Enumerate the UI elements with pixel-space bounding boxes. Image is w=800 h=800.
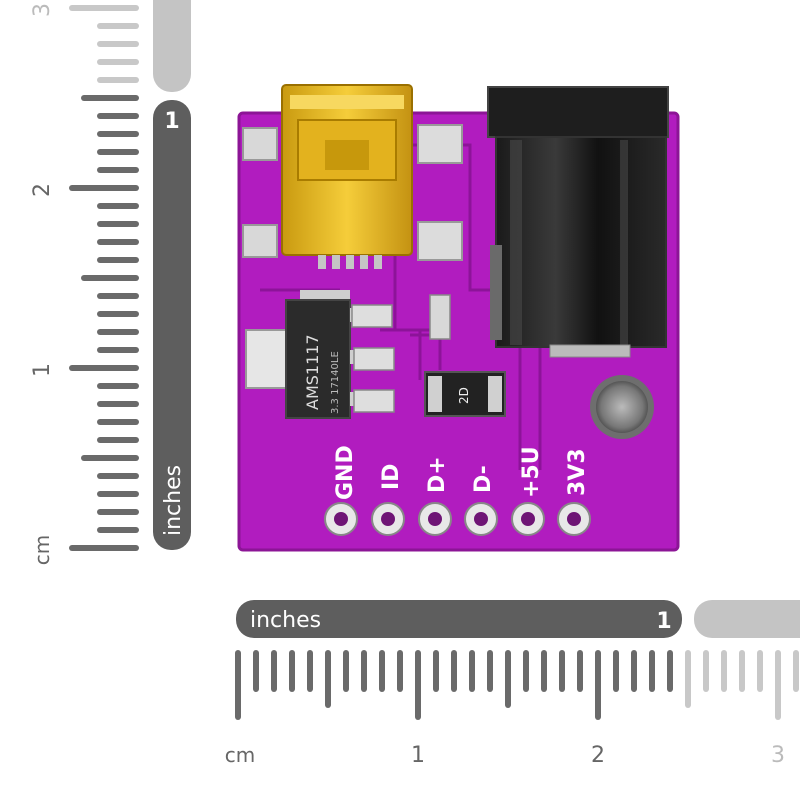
horizontal-cm-1: 1 (411, 743, 425, 768)
horizontal-cm-unit: cm (225, 743, 255, 767)
pin-label-5v: +5U (519, 446, 544, 498)
pin-hole-id (371, 502, 405, 536)
vertical-cm-2: 2 (30, 183, 55, 197)
horizontal-ruler: inches 1 cm 1 2 3 (225, 600, 800, 768)
pin-label-gnd: GND (333, 445, 358, 500)
pin-label-id: ID (379, 464, 404, 490)
regulator-text: AMS1117 (303, 334, 322, 410)
horizontal-inches-label: inches (250, 608, 321, 633)
pad-lower-left (245, 329, 287, 389)
pin-hole-gnd (324, 502, 358, 536)
vertical-cm-3: 3 (30, 3, 55, 17)
vertical-inch-number: 1 (164, 109, 179, 134)
pin-hole-5v (511, 502, 545, 536)
vertical-inch-bar (153, 100, 191, 550)
pad-mid-right-usb (417, 221, 463, 261)
horizontal-cm-3: 3 (771, 743, 785, 768)
pad-top-right-usb (417, 124, 463, 164)
pin-hole-dminus (464, 502, 498, 536)
pad-top-left (242, 127, 278, 161)
horizontal-inch-number: 1 (656, 609, 671, 634)
horizontal-cm-2: 2 (591, 743, 605, 768)
vertical-cm-1: 1 (30, 363, 55, 377)
pin-labels: GND ID D+ D- +5U 3V3 (333, 445, 590, 500)
vertical-inches-label: inches (161, 465, 186, 536)
diode-marking: 2D (457, 387, 471, 404)
vertical-ruler: 1 inches 1 2 3 cm (30, 0, 191, 565)
dc-barrel-jack (487, 86, 669, 358)
pin-hole-dplus (418, 502, 452, 536)
mini-usb-connector (281, 84, 413, 269)
pcb-board: AMS1117 3.3 17140LE 2D GND ID D+ D- (237, 84, 680, 552)
smd-components: 2D (351, 294, 506, 417)
ams1117-regulator: AMS1117 3.3 17140LE (285, 290, 380, 419)
horizontal-inch-bar-continuation (694, 600, 800, 638)
horizontal-inch-bar (236, 600, 682, 638)
pin-label-dplus: D+ (425, 456, 450, 493)
pin-hole-3v3 (557, 502, 591, 536)
pin-label-dminus: D- (471, 465, 496, 493)
regulator-subtext: 3.3 17140LE (330, 351, 341, 414)
pin-header-holes (324, 502, 591, 536)
vertical-cm-unit: cm (30, 535, 54, 565)
pad-mid-left (242, 224, 278, 258)
vertical-inch-bar-continuation (153, 0, 191, 92)
horizontal-ruler-ticks (235, 650, 799, 720)
vertical-ruler-ticks (69, 5, 139, 551)
pin-label-3v3: 3V3 (565, 448, 590, 496)
